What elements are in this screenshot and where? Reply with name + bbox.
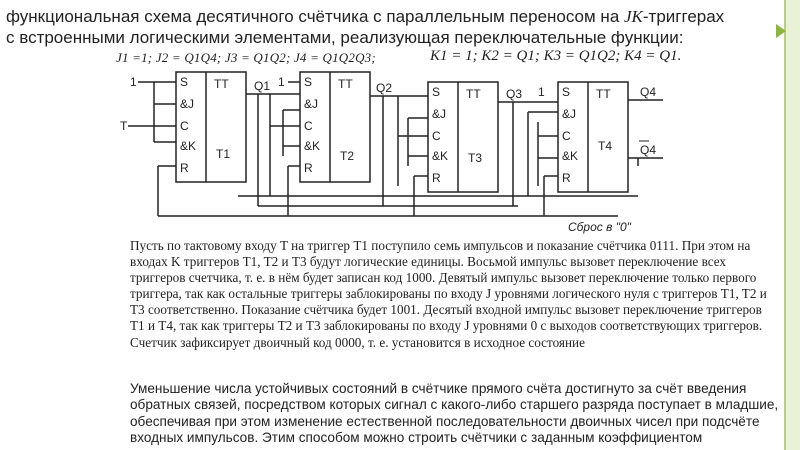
t4-pin-r: R — [562, 171, 571, 185]
t1-name: T1 — [216, 147, 230, 161]
t3-pin-s: S — [432, 85, 440, 99]
t1-pin-j: &J — [180, 97, 194, 111]
reset-label: Сброс в "0" — [568, 220, 632, 234]
t3-pin-j: &J — [432, 107, 446, 121]
formula-k: K1 = 1; K2 = Q1; K3 = Q1Q2; K4 = Q1. — [430, 48, 682, 64]
t2-pin-j: &J — [304, 97, 318, 111]
q3-label: Q3 — [506, 87, 522, 101]
t4-pin-k: &K — [562, 149, 578, 163]
t2-pin-r: R — [304, 161, 313, 175]
t3-pin-r: R — [432, 171, 441, 185]
q4-label: Q4 — [640, 85, 656, 99]
t3-pin-c: C — [432, 129, 441, 143]
t4-pin-j: &J — [562, 107, 576, 121]
explanation-paragraph: Пусть по тактовому входу T на триггер T1… — [130, 238, 767, 350]
input-t-label: T — [120, 119, 128, 133]
title-line2: с встроенными логическими элементами, ре… — [6, 28, 684, 47]
slide-title: функциональная схема десятичного счётчик… — [6, 6, 776, 48]
input-one-label: 1 — [130, 75, 137, 89]
trigger-box-2 — [299, 71, 371, 183]
trigger-box-3 — [427, 81, 499, 193]
decorative-side-line — [784, 0, 786, 450]
t4-pin-s: S — [562, 85, 570, 99]
trigger-box-4 — [557, 81, 629, 193]
t4-name: T4 — [598, 139, 612, 153]
t3-pin-k: &K — [432, 149, 448, 163]
t1-pin-s: S — [180, 75, 188, 89]
t2-tt: TT — [338, 77, 353, 91]
t1-pin-r: R — [180, 161, 189, 175]
t2-input-one-label: 1 — [278, 75, 285, 89]
feedback-paragraph: Уменьшение числа устойчивых состояний в … — [130, 381, 779, 446]
t4-tt: TT — [596, 87, 611, 101]
t4-input-one-label: 1 — [538, 85, 545, 99]
t2-pin-s: S — [304, 75, 312, 89]
formula-j: J1 =1; J2 = Q1Q4; J3 = Q1Q2; J4 = Q1Q2Q3… — [116, 50, 376, 65]
q4-inverted-label: Q4 — [640, 143, 656, 157]
schematic-labels: S &J C &K R TT T1 S &J C &K R TT T2 S &J… — [120, 75, 656, 234]
title-jk: JK — [624, 7, 643, 26]
title-part2: -триггерах — [642, 7, 725, 26]
q1-label: Q1 — [254, 79, 270, 93]
title-part1: функциональная схема десятичного счётчик… — [6, 7, 624, 26]
t1-tt: TT — [214, 77, 229, 91]
counter-schematic: S &J C &K R TT T1 S &J C &K R TT T2 S &J… — [120, 71, 663, 234]
q2-label: Q2 — [376, 81, 392, 95]
t3-name: T3 — [468, 151, 482, 165]
schematic-wires — [128, 71, 663, 217]
t2-pin-k: &K — [304, 139, 320, 153]
slide-arrow-icon — [776, 24, 786, 38]
t1-pin-k: &K — [180, 139, 196, 153]
t2-name: T2 — [340, 149, 354, 163]
t2-pin-c: C — [304, 119, 313, 133]
t1-pin-c: C — [180, 119, 189, 133]
t4-pin-c: C — [562, 129, 571, 143]
decorative-side-bar — [786, 0, 800, 450]
trigger-box-1 — [175, 71, 247, 183]
t3-tt: TT — [466, 87, 481, 101]
